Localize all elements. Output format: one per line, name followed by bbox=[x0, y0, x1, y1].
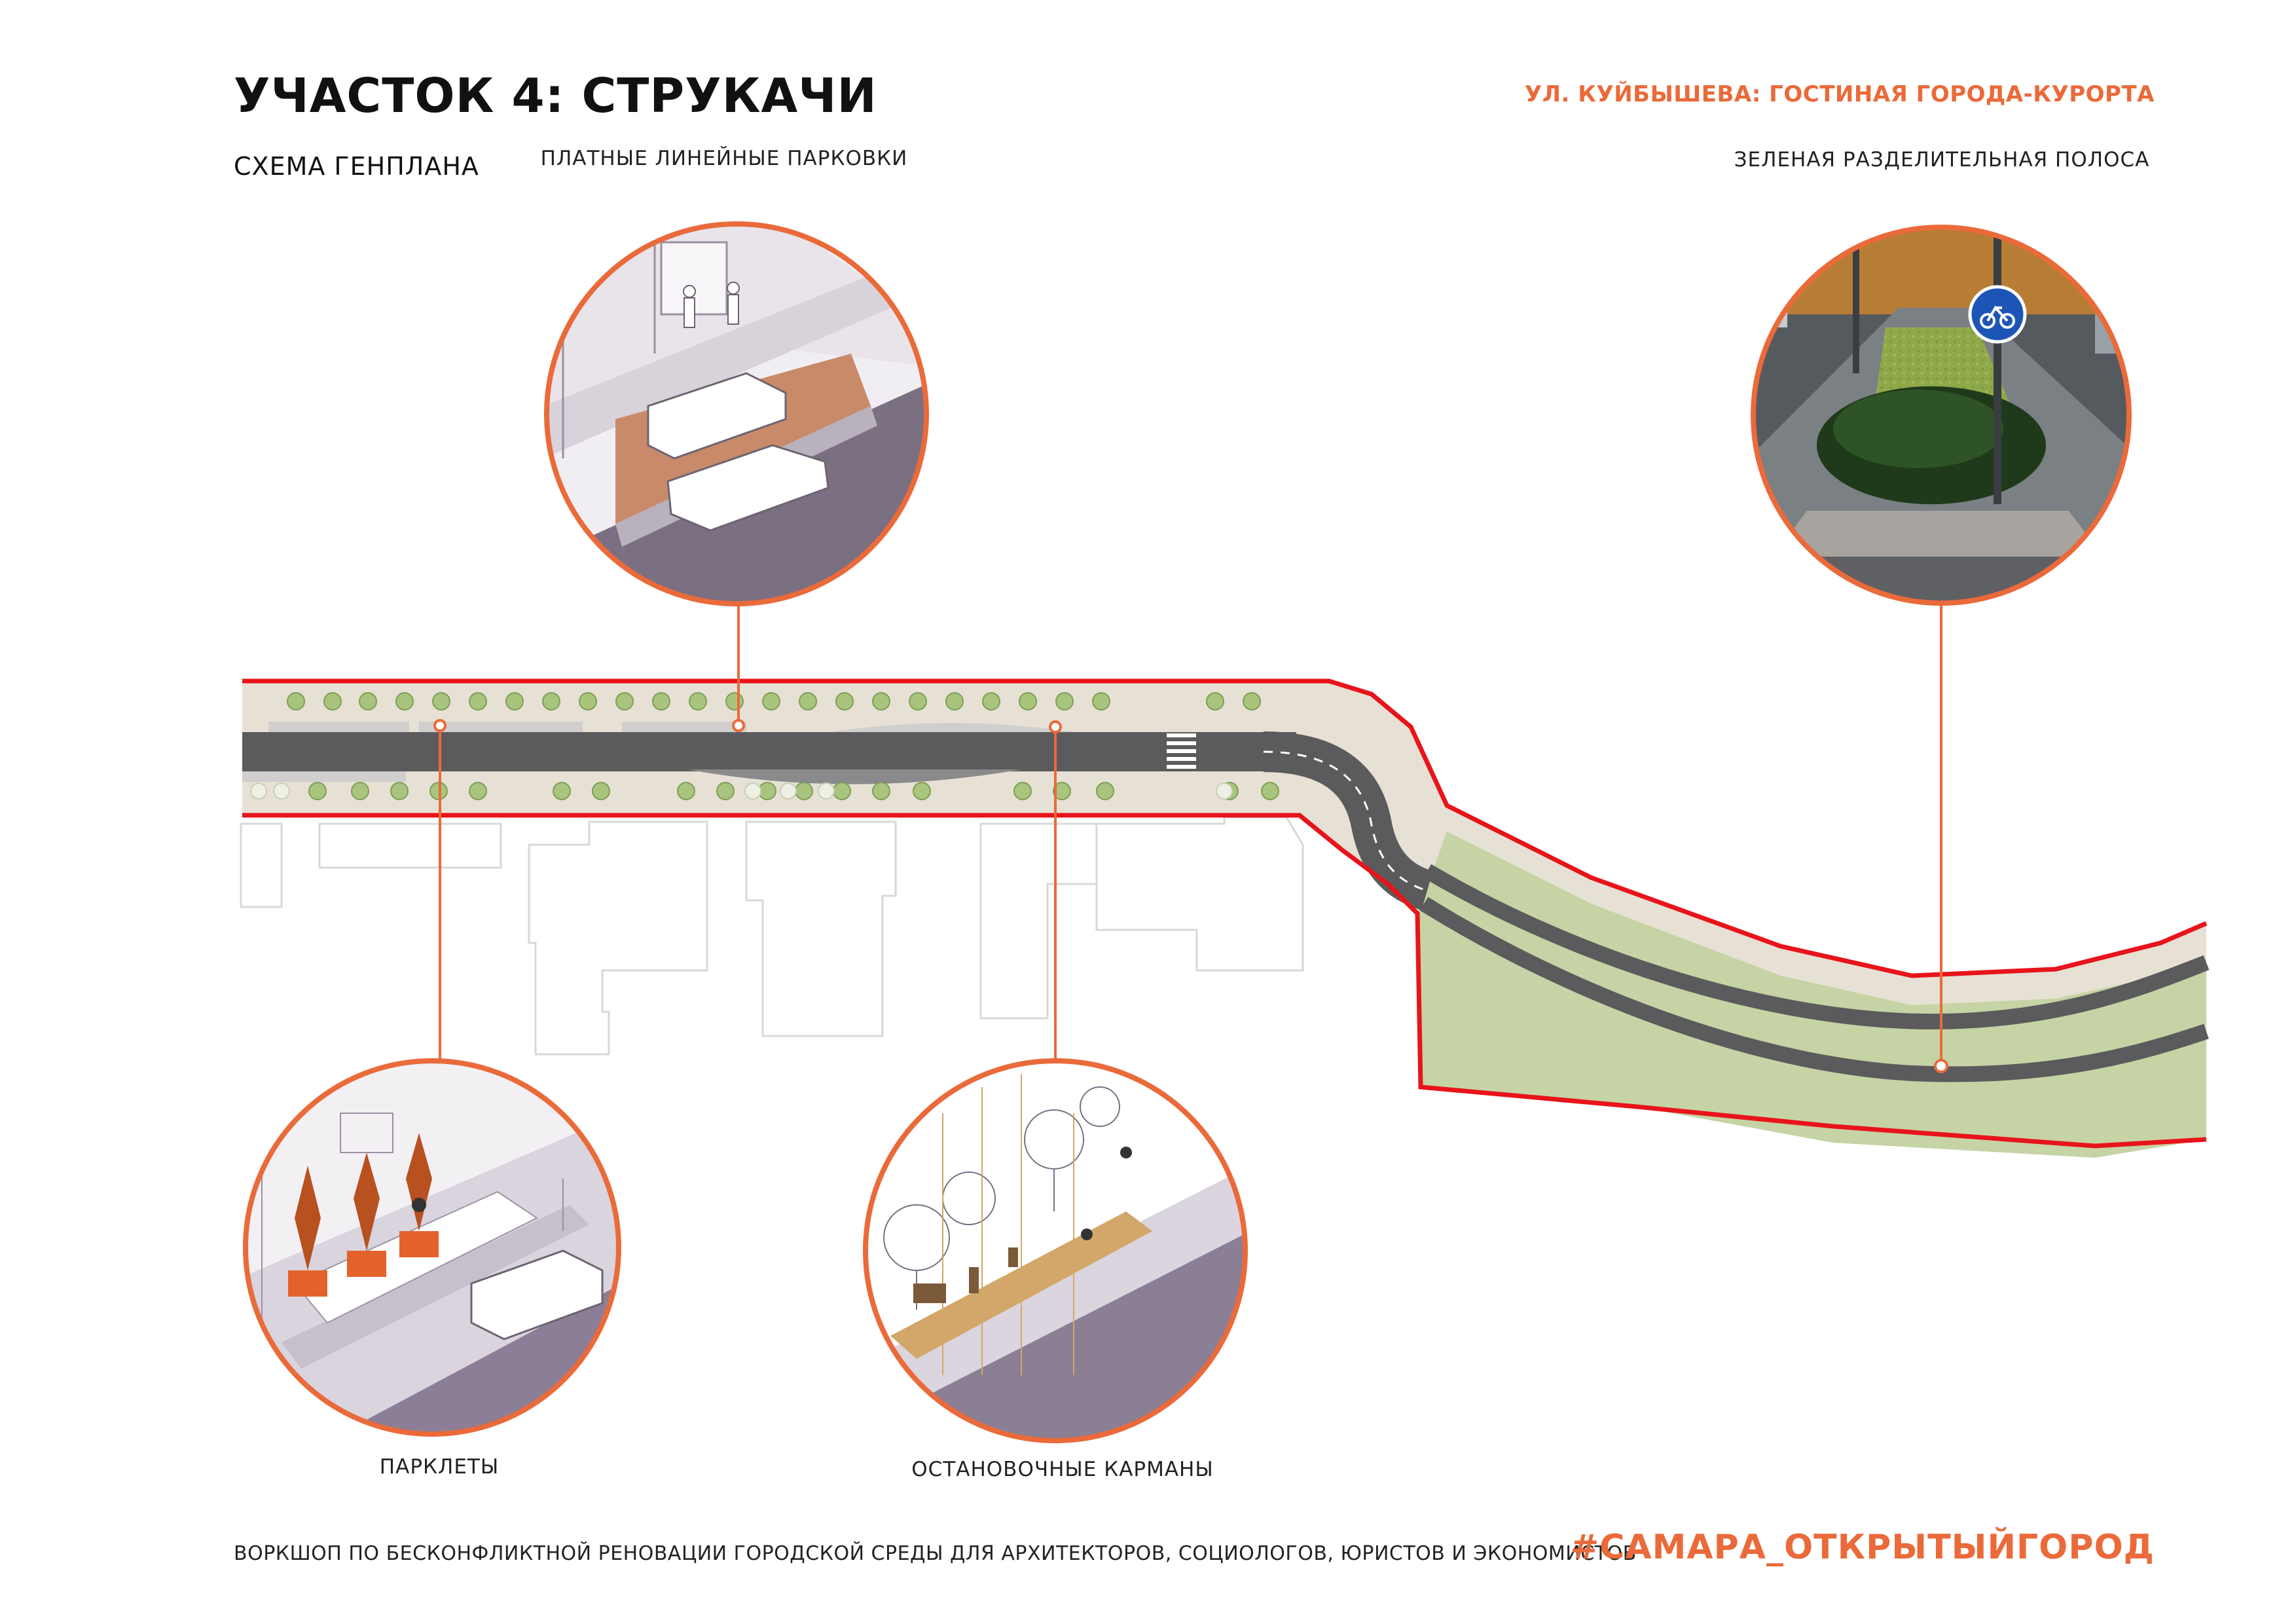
building bbox=[745, 821, 897, 1037]
building bbox=[318, 822, 502, 869]
trees-bottom-light bbox=[250, 783, 1233, 800]
trees-bottom bbox=[308, 782, 1279, 800]
callout-label-parklets: ПАРКЛЕТЫ bbox=[379, 1455, 500, 1479]
callout-circle-bus-stops bbox=[863, 1058, 1248, 1443]
road-median bbox=[831, 723, 1074, 732]
road-median bbox=[687, 769, 1021, 784]
callout-circle-parking bbox=[544, 221, 929, 606]
road bbox=[242, 732, 1296, 771]
callout-label-parking: ПЛАТНЫЕ ЛИНЕЙНЫЕ ПАРКОВКИ bbox=[540, 147, 908, 170]
site-boundary bbox=[242, 678, 2208, 978]
footer-description: ВОРКШОП ПО БЕСКОНФЛИКТНОЙ РЕНОВАЦИИ ГОРО… bbox=[234, 1542, 1637, 1565]
road-lane-line bbox=[1263, 750, 1428, 892]
trees-top bbox=[287, 692, 1261, 710]
parking-bays bbox=[242, 722, 746, 782]
road-lane bbox=[1423, 864, 2210, 1030]
project-title: УЛ. КУЙБЫШЕВА: ГОСТИНАЯ ГОРОДА-КУРОРТА bbox=[1524, 81, 2155, 107]
callout-circle-parklets bbox=[243, 1058, 621, 1437]
callout-label-bus-stops: ОСТАНОВОЧНЫЕ КАРМАНЫ bbox=[911, 1458, 1214, 1481]
road-lane bbox=[1419, 896, 2209, 1082]
scheme-label: СХЕМА ГЕНПЛАНА bbox=[234, 152, 479, 181]
bicycle-icon bbox=[1980, 305, 2015, 329]
leader-dots bbox=[433, 719, 1948, 1073]
leader-lines bbox=[439, 603, 1942, 1066]
building bbox=[1095, 816, 1304, 972]
building bbox=[979, 822, 1098, 1020]
crosswalk bbox=[1167, 733, 1196, 769]
building bbox=[528, 821, 708, 1056]
callout-label-green-strip: ЗЕЛЕНАЯ РАЗДЕЛИТЕЛЬНАЯ ПОЛОСА bbox=[1734, 148, 2150, 172]
footer-hashtag: #САМАРА_ОТКРЫТЫЙГОРОД bbox=[1570, 1528, 2155, 1567]
page-title: УЧАСТОК 4: СТРУКАЧИ bbox=[234, 68, 877, 123]
callout-circle-green-strip bbox=[1751, 225, 2132, 606]
building bbox=[240, 822, 283, 908]
buildings bbox=[240, 816, 1304, 1056]
site-boundary bbox=[242, 813, 2207, 1149]
